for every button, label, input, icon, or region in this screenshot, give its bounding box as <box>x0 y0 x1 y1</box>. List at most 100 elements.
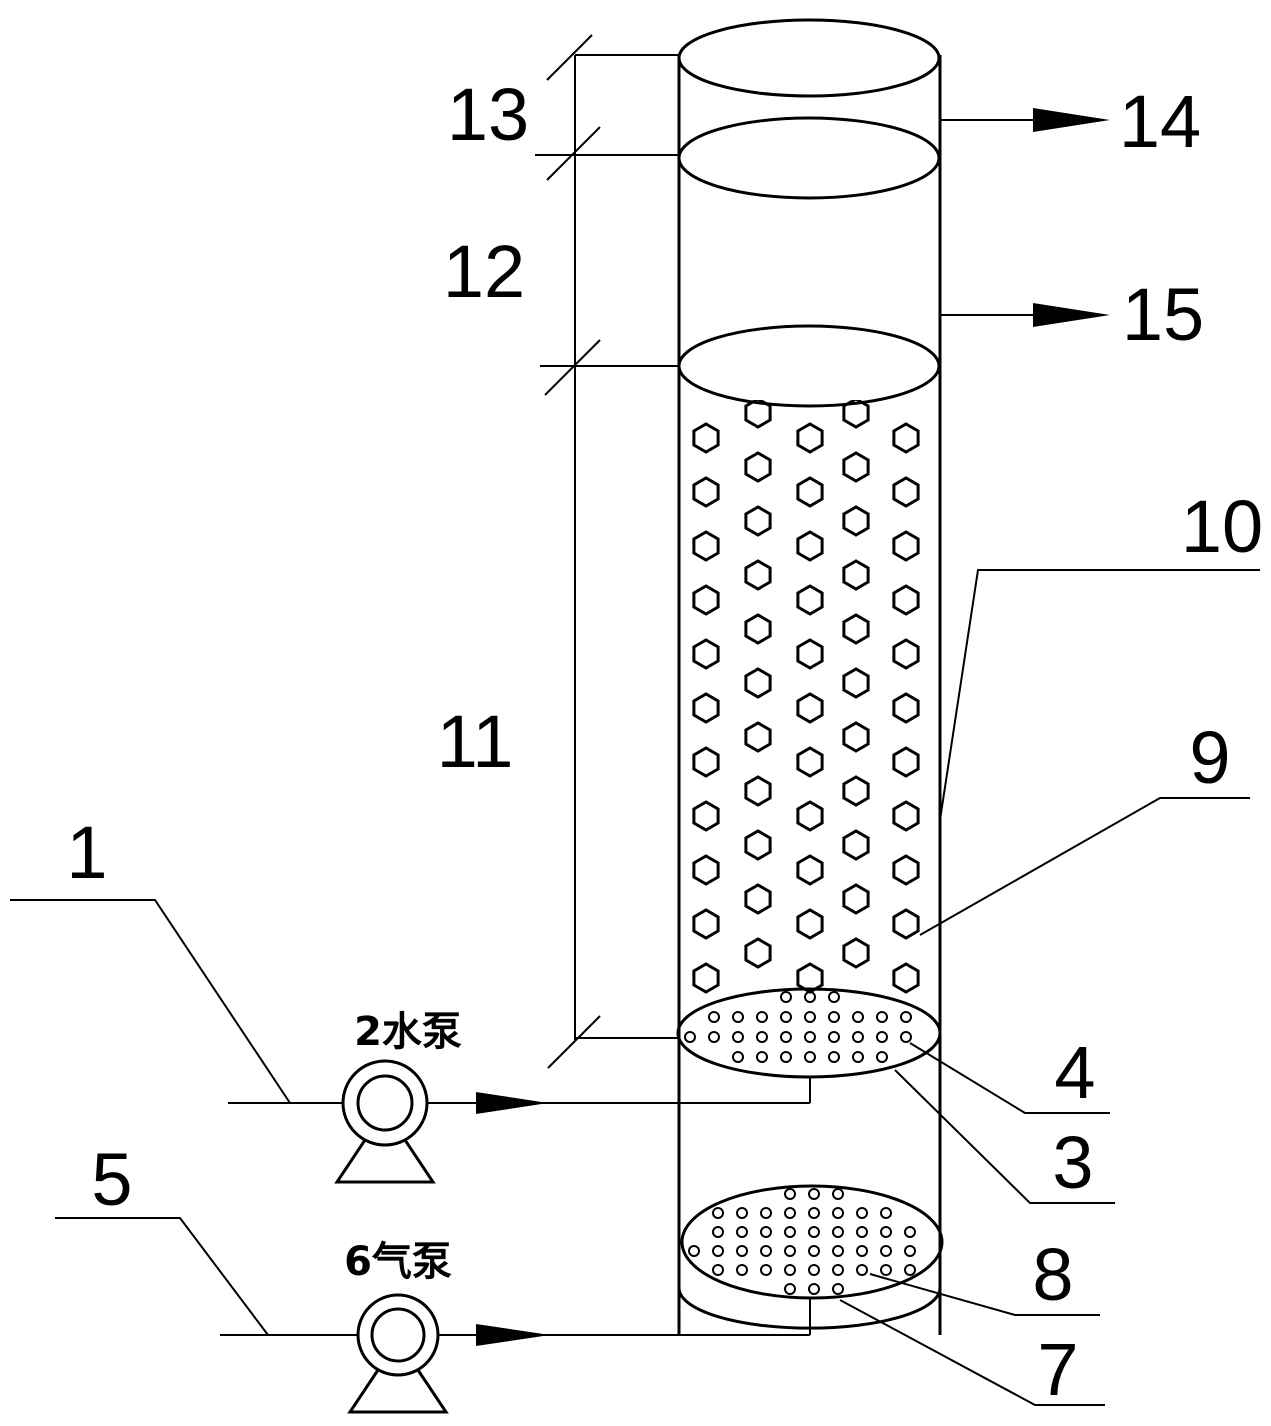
distributor-hole <box>832 1188 844 1200</box>
carrier-hexagon <box>796 584 824 616</box>
carrier-hexagon <box>692 746 720 778</box>
distributor-hole <box>856 1226 868 1238</box>
distributor-hole <box>804 1051 816 1063</box>
carrier-hexagon <box>692 854 720 886</box>
distributor-hole <box>780 1031 792 1043</box>
label-10: 10 <box>1181 485 1263 568</box>
distributor-hole <box>880 1264 892 1276</box>
carrier-hexagon <box>842 451 870 483</box>
carrier-hexagon <box>892 692 920 724</box>
label-13: 13 <box>447 73 529 156</box>
label-9: 9 <box>1189 716 1230 799</box>
distributor-hole <box>808 1283 820 1295</box>
carrier-hexagon <box>692 638 720 670</box>
carrier-hexagon <box>892 422 920 454</box>
water-distributor <box>676 987 942 1079</box>
distributor-hole <box>880 1226 892 1238</box>
carrier-hexagon <box>744 451 772 483</box>
carrier-hexagon <box>842 937 870 969</box>
label-1: 1 <box>66 811 107 894</box>
carrier-hexagon <box>744 829 772 861</box>
distributor-hole <box>808 1188 820 1200</box>
distributor-hole <box>832 1226 844 1238</box>
carrier-hexagon <box>892 584 920 616</box>
distributor-hole <box>856 1245 868 1257</box>
water-pump-label: 2水泵 <box>354 1009 462 1055</box>
distributor-hole <box>856 1207 868 1219</box>
carrier-hexagon <box>796 638 824 670</box>
carrier-hexagon <box>692 422 720 454</box>
distributor-hole <box>688 1245 700 1257</box>
carrier-hexagon <box>892 854 920 886</box>
carrier-hexagon <box>842 613 870 645</box>
carrier-hexagon <box>892 638 920 670</box>
label-14: 14 <box>1119 80 1201 163</box>
carrier-hexagon <box>692 476 720 508</box>
distributor-hole <box>900 1031 912 1043</box>
carrier-hexagon <box>796 746 824 778</box>
outlet-14 <box>940 108 1110 132</box>
carrier-hexagon <box>692 584 720 616</box>
distributor-hole <box>760 1226 772 1238</box>
distributor-hole <box>712 1226 724 1238</box>
dimension-lines <box>535 34 679 1069</box>
carrier-hexagon <box>842 775 870 807</box>
carrier-hexagon <box>842 721 870 753</box>
distributor-hole <box>732 1051 744 1063</box>
carrier-hexagon <box>842 400 870 429</box>
packing-carriers <box>692 400 920 994</box>
carrier-hexagon <box>796 692 824 724</box>
distributor-hole <box>904 1264 916 1276</box>
carrier-hexagon <box>692 908 720 940</box>
distributor-hole <box>712 1207 724 1219</box>
carrier-hexagon <box>744 400 772 429</box>
distributor-hole <box>756 1031 768 1043</box>
label-5: 5 <box>91 1138 132 1221</box>
distributor-hole <box>876 1051 888 1063</box>
distributor-hole <box>832 1245 844 1257</box>
carrier-hexagon <box>842 667 870 699</box>
carrier-hexagon <box>744 613 772 645</box>
distributor-hole <box>760 1207 772 1219</box>
carrier-hexagon <box>744 937 772 969</box>
carrier-hexagon <box>796 854 824 886</box>
distributor-hole <box>784 1226 796 1238</box>
column-top-ellipse <box>677 18 941 98</box>
leader-lines <box>10 569 1260 1406</box>
distributor-hole <box>832 1283 844 1295</box>
carrier-hexagon <box>692 692 720 724</box>
distributor-hole <box>832 1207 844 1219</box>
distributor-hole <box>804 1011 816 1023</box>
distributor-hole <box>876 1031 888 1043</box>
distributor-hole <box>784 1188 796 1200</box>
carrier-hexagon <box>892 962 920 994</box>
carrier-hexagon <box>744 559 772 591</box>
distributor-hole <box>904 1226 916 1238</box>
carrier-hexagon <box>796 476 824 508</box>
distributor-hole <box>900 1011 912 1023</box>
carrier-hexagon <box>842 559 870 591</box>
water-pump <box>228 1059 811 1184</box>
carrier-hexagon <box>744 883 772 915</box>
packing-top-ellipse <box>677 324 941 408</box>
distributor-hole <box>828 1031 840 1043</box>
distributor-hole <box>828 1011 840 1023</box>
distributor-hole <box>852 1031 864 1043</box>
carrier-hexagon <box>892 530 920 562</box>
distributor-hole <box>780 991 792 1003</box>
distributor-hole <box>808 1264 820 1276</box>
distributor-hole <box>732 1011 744 1023</box>
carrier-hexagon <box>892 800 920 832</box>
carrier-hexagon <box>842 505 870 537</box>
column-body <box>677 18 942 1335</box>
distributor-hole <box>904 1245 916 1257</box>
distributor-hole <box>832 1264 844 1276</box>
distributor-hole <box>708 1031 720 1043</box>
distributor-hole <box>804 991 816 1003</box>
carrier-hexagon <box>692 530 720 562</box>
carrier-hexagon <box>692 800 720 832</box>
distributor-hole <box>684 1031 696 1043</box>
carrier-hexagon <box>892 908 920 940</box>
carrier-hexagon <box>744 775 772 807</box>
